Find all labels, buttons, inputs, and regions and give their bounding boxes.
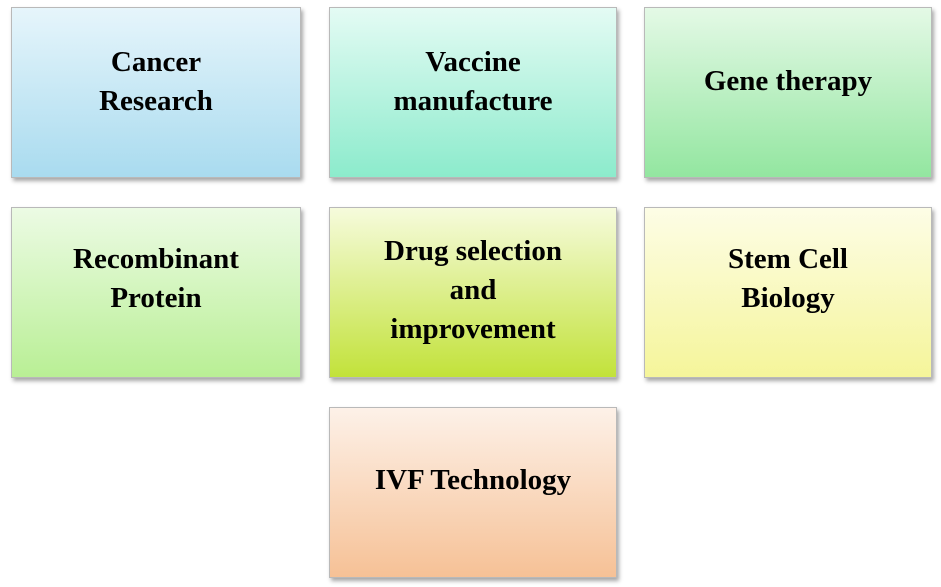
box-ivf-technology: IVF Technology [329,407,617,578]
box-label: Drug selection and improvement [384,235,562,345]
box-label: Cancer Research [99,45,213,117]
box-label: Stem Cell Biology [728,242,848,314]
box-label: IVF Technology [374,464,572,496]
box-vaccine-manufacture: Vaccine manufacture [329,7,617,178]
box-label: Gene therapy [703,65,873,97]
box-stem-cell-biology: Stem Cell Biology [644,207,932,378]
box-label: Vaccine manufacture [393,45,553,117]
box-drug-selection: Drug selection and improvement [329,207,617,378]
box-cancer-research: Cancer Research [11,7,301,178]
box-label: Recombinant Protein [73,242,239,314]
box-recombinant-protein: Recombinant Protein [11,207,301,378]
box-gene-therapy: Gene therapy [644,7,932,178]
